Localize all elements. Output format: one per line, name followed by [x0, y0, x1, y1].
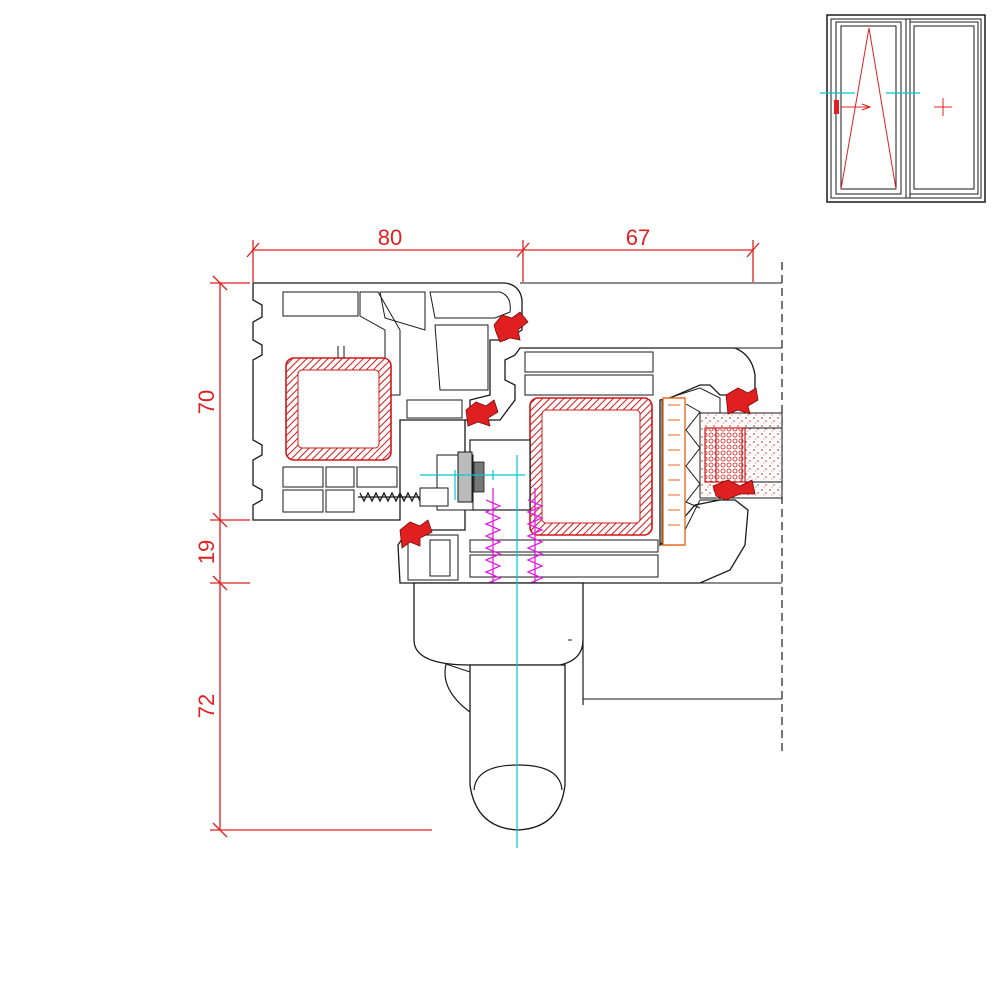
reference-lines — [520, 262, 783, 755]
frame-profile — [252, 282, 523, 521]
gaskets — [399, 311, 759, 549]
center-axes — [420, 455, 525, 848]
dim-handle-length: 72 — [194, 694, 219, 718]
dim-sill-gap: 19 — [194, 540, 219, 564]
window-handle — [413, 582, 584, 831]
frame-screw — [358, 487, 449, 507]
window-handle-icon — [834, 100, 839, 114]
dim-sash-width: 67 — [626, 225, 650, 250]
dimensions: 80 67 70 19 72 — [194, 225, 760, 838]
window-elevation-thumbnail — [820, 14, 986, 203]
dim-frame-width: 80 — [378, 225, 402, 250]
dim-frame-height: 70 — [194, 390, 219, 414]
glazing-unit — [662, 397, 783, 546]
